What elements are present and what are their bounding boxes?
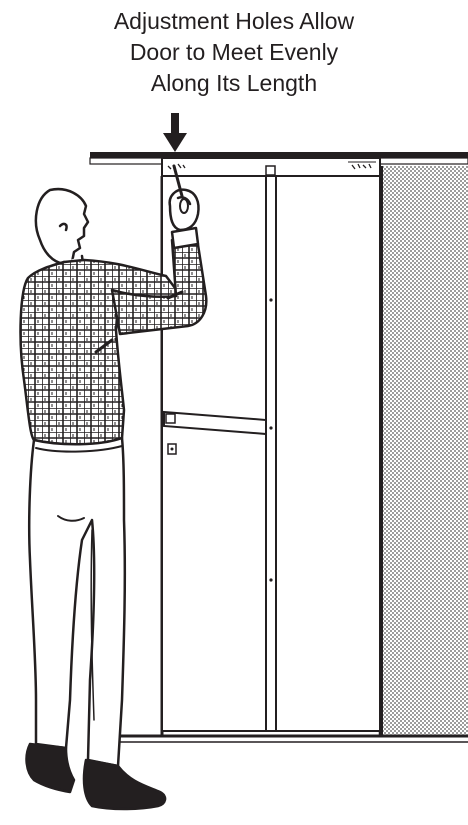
down-arrow-icon <box>163 113 187 152</box>
caption-line-3: Along Its Length <box>0 68 468 99</box>
caption-line-2: Door to Meet Evenly <box>0 37 468 68</box>
stippled-wall <box>382 166 468 736</box>
floor <box>112 736 468 742</box>
caption-line-1: Adjustment Holes Allow <box>0 6 468 37</box>
diagram-caption: Adjustment Holes Allow Door to Meet Even… <box>0 6 468 99</box>
